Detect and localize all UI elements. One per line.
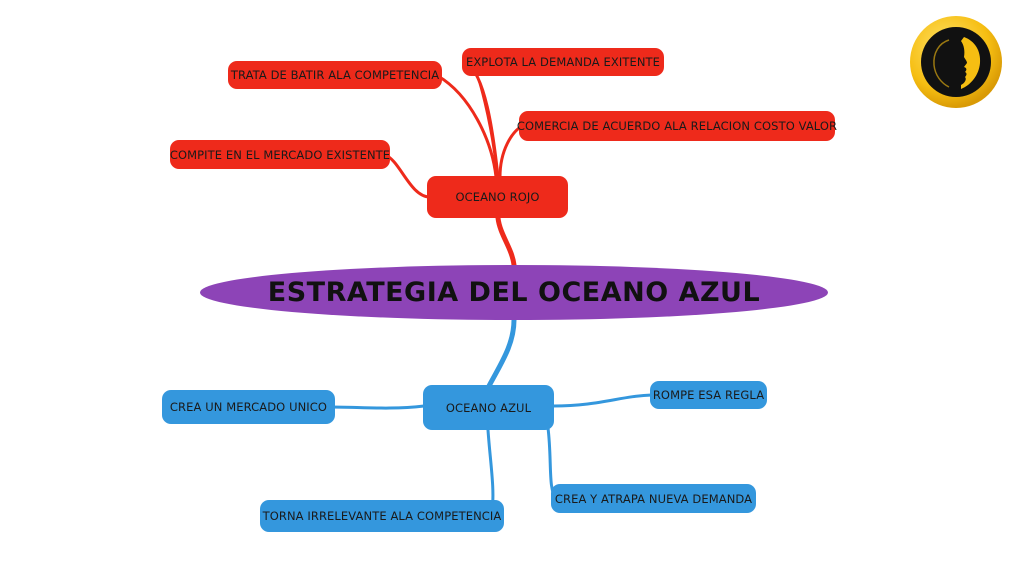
connector-rojo-compite [383,153,432,199]
central-topic[interactable]: ESTRATEGIA DEL OCEANO AZUL [200,265,828,320]
node-oceano-azul[interactable]: OCEANO AZUL [423,385,554,430]
connector-central-oceano-rojo [495,215,517,268]
node-label: CREA UN MERCADO UNICO [169,400,328,414]
node-label: CREA Y ATRAPA NUEVA DEMANDA [554,491,753,506]
node-label: TORNA IRRELEVANTE ALA COMPETENCIA [262,509,502,523]
node-label: TRATA DE BATIR ALA COMPETENCIA [230,68,440,82]
node-label: OCEANO AZUL [445,400,532,415]
central-topic-label: ESTRATEGIA DEL OCEANO AZUL [267,277,761,308]
node-torna-irrelevante[interactable]: TORNA IRRELEVANTE ALA COMPETENCIA [260,500,504,532]
woman-profile-logo-icon [910,16,1002,108]
connector-rojo-trata [436,74,498,179]
node-crea-y-atrapa[interactable]: CREA Y ATRAPA NUEVA DEMANDA [551,484,756,513]
node-compite-en-el-mercado[interactable]: COMPITE EN EL MERCADO EXISTENTE [170,140,390,169]
node-crea-un-mercado[interactable]: CREA UN MERCADO UNICO [162,390,335,424]
connector-azul-torna [486,428,495,512]
node-oceano-rojo[interactable]: OCEANO ROJO [427,176,568,218]
node-label: EXPLOTA LA DEMANDA EXITENTE [465,55,661,69]
connector-azul-crea-mercado [328,404,426,410]
node-comercia-de-acuerdo[interactable]: COMERCIA DE ACUERDO ALA RELACION COSTO V… [516,111,838,141]
node-trata-de-batir[interactable]: TRATA DE BATIR ALA COMPETENCIA [228,61,442,89]
node-label: COMERCIA DE ACUERDO ALA RELACION COSTO V… [516,119,838,133]
connector-azul-rompe [551,393,654,408]
node-explota-la-demanda[interactable]: EXPLOTA LA DEMANDA EXITENTE [462,48,664,76]
node-rompe-esa-regla[interactable]: ROMPE ESA REGLA [650,381,767,409]
node-label: OCEANO ROJO [455,190,540,204]
node-label: COMPITE EN EL MERCADO EXISTENTE [169,147,391,162]
connector-central-oceano-azul [486,317,517,389]
node-label: ROMPE ESA REGLA [652,388,765,402]
